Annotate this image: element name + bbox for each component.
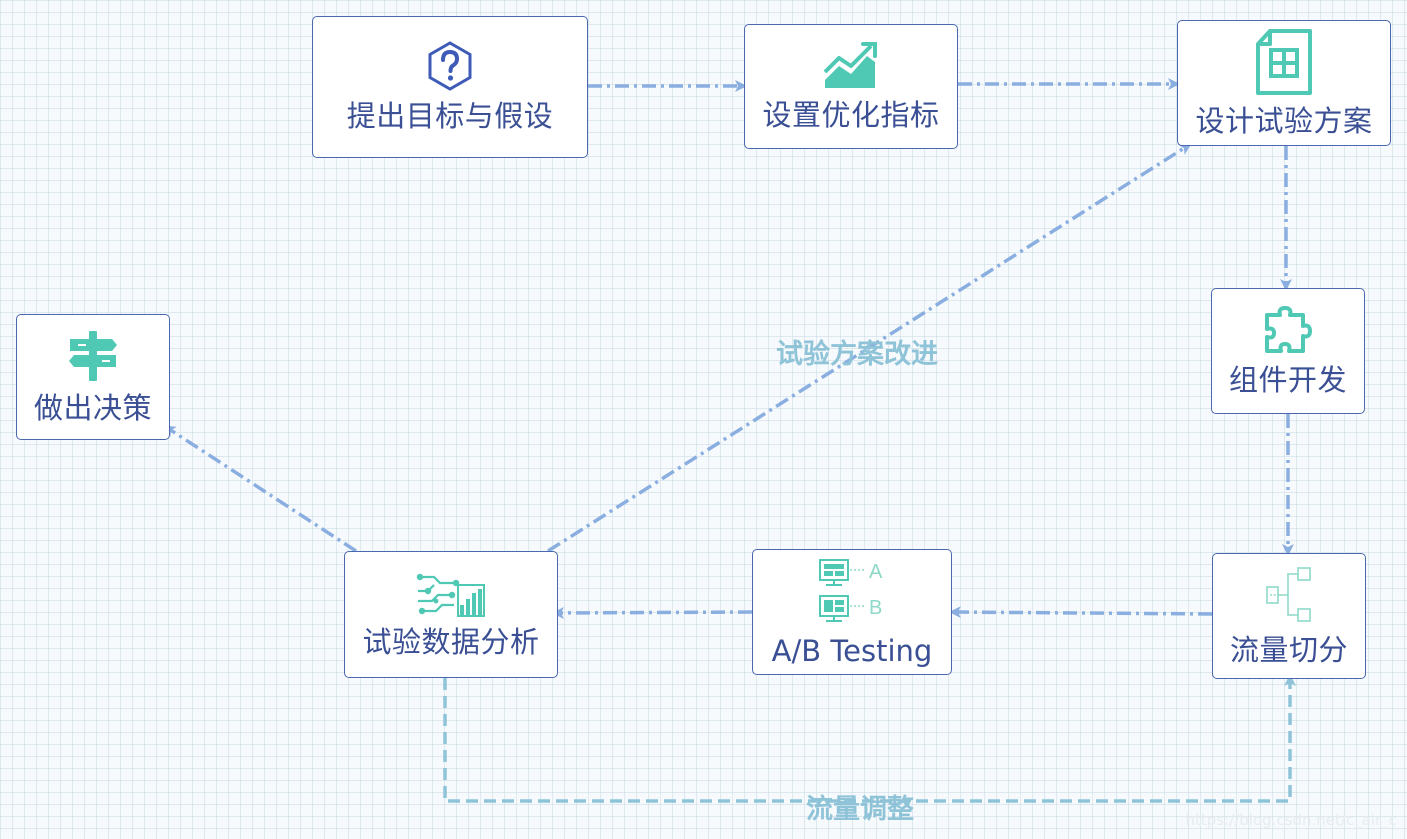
edge-analysis-to-design (547, 143, 1192, 553)
node-component-label: 组件开发 (1228, 363, 1347, 398)
node-abtest[interactable]: A B A/B Testing (752, 549, 952, 675)
node-analysis-label: 试验数据分析 (362, 624, 540, 659)
node-analysis[interactable]: 试验数据分析 (344, 551, 558, 678)
edge-abtest-to-analysis (552, 606, 753, 619)
node-design-label: 设计试验方案 (1195, 104, 1373, 139)
node-design[interactable]: 设计试验方案 (1177, 20, 1391, 146)
node-metric-label: 设置优化指标 (762, 97, 940, 132)
node-metric[interactable]: 设置优化指标 (744, 24, 958, 149)
node-component[interactable]: 组件开发 (1211, 288, 1365, 414)
data-circuit-icon (416, 571, 486, 621)
split-tree-icon (1265, 565, 1313, 629)
question-hexagon-icon (425, 41, 475, 95)
signpost-icon (68, 329, 118, 387)
edge-label-adjust: 流量调整 (806, 794, 914, 825)
edge-analysis-to-decision (163, 425, 357, 553)
node-traffic-label: 流量切分 (1229, 633, 1348, 668)
puzzle-icon (1262, 305, 1314, 359)
watermark-text: https://blog.csdn.net/c_air_c (1185, 811, 1397, 829)
node-decision[interactable]: 做出决策 (16, 314, 170, 440)
rising-chart-icon (823, 41, 879, 94)
node-goal[interactable]: 提出目标与假设 (312, 16, 588, 158)
edge-traffic-to-abtest (949, 606, 1213, 619)
variant-a-text: A (869, 561, 883, 583)
ab-screens-icon: A B (817, 556, 887, 630)
edge-label-improve: 试验方案改进 (776, 339, 938, 370)
document-grid-icon (1254, 28, 1314, 100)
node-decision-label: 做出决策 (33, 391, 152, 426)
node-traffic[interactable]: 流量切分 (1212, 553, 1366, 679)
node-goal-label: 提出目标与假设 (346, 99, 554, 134)
node-abtest-label: A/B Testing (771, 634, 933, 669)
edge-analysis-to-traffic (443, 674, 1296, 803)
variant-b-text: B (869, 597, 882, 619)
